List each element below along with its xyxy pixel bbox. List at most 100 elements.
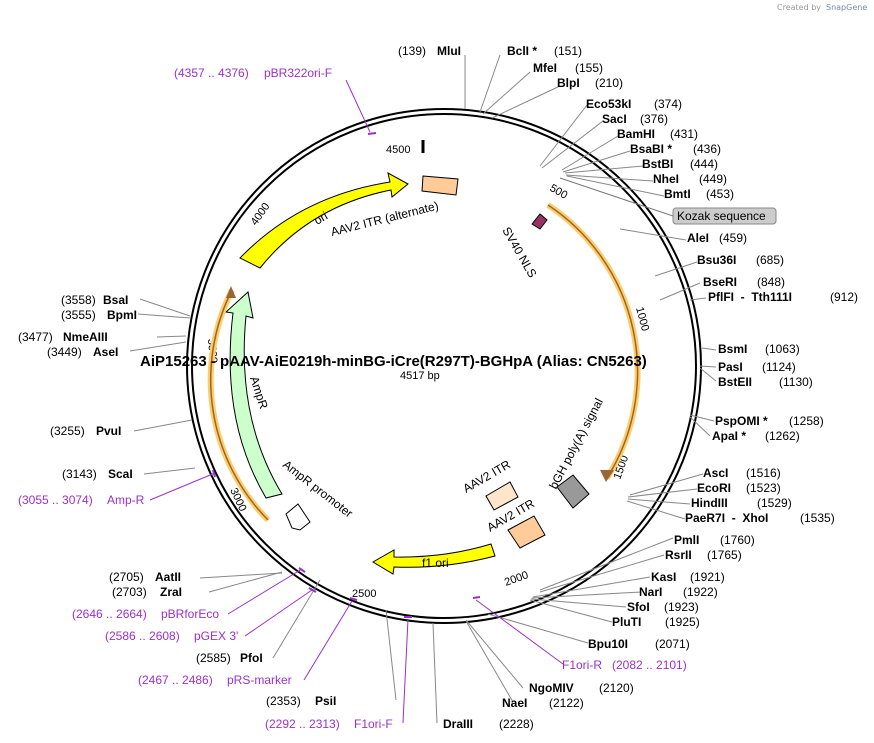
primer-markers	[212, 132, 481, 618]
site-BpmI[interactable]: BpmI	[107, 308, 137, 322]
primer-F1ori-F[interactable]: F1ori-F	[354, 717, 393, 731]
backbone-inner-ring	[191, 113, 697, 619]
site-BseRI[interactable]: BseRI	[703, 275, 737, 289]
site-pos-ScaI: (3143)	[62, 467, 97, 481]
site-NgoMIV[interactable]: NgoMIV	[529, 681, 574, 695]
primer-pGEX3[interactable]: pGEX 3'	[194, 629, 238, 643]
tick-label-2000: 2000	[503, 569, 530, 589]
site-pos-PaeR7I: (1535)	[800, 511, 835, 525]
site-KasI[interactable]: KasI	[651, 570, 676, 584]
tick-label-2500: 2500	[352, 588, 376, 600]
site-PasI[interactable]: PasI	[718, 360, 743, 374]
site-pos-ZraI: (2703)	[112, 585, 147, 599]
site-pos-AleI: (459)	[719, 231, 747, 245]
site-NarI[interactable]: NarI	[639, 585, 662, 599]
site-Eco53kI[interactable]: Eco53kI	[586, 97, 631, 111]
aav2-itr-alternate-feature	[421, 175, 459, 196]
primer-range-pGEX3: (2586 .. 2608)	[105, 629, 180, 643]
site-MfeI[interactable]: MfeI	[533, 61, 557, 75]
site-BlpI[interactable]: BlpI	[557, 76, 580, 90]
site-AscI[interactable]: AscI	[703, 466, 728, 480]
f1-ori-label: f1 ori	[422, 556, 449, 570]
site-Bsu36I[interactable]: Bsu36I	[697, 253, 736, 267]
site-pos-AseI: (3449)	[47, 345, 82, 359]
site-PfoI[interactable]: PfoI	[240, 651, 263, 665]
site-pos-KasI: (1921)	[690, 570, 725, 584]
site-NheI[interactable]: NheI	[653, 172, 679, 186]
site-pos-PasI: (1124)	[762, 360, 796, 374]
site-RsrII[interactable]: RsrII	[665, 548, 692, 562]
site-pos-BsmI: (1063)	[765, 342, 800, 356]
site-SacI[interactable]: SacI	[602, 112, 627, 126]
site-DraIII[interactable]: DraIII	[443, 717, 473, 731]
site-BsaI[interactable]: BsaI	[103, 293, 128, 307]
primer-range-Amp-R: (3055 .. 3074)	[18, 493, 93, 507]
primer-pRS-marker[interactable]: pRS-marker	[227, 673, 292, 687]
site-PvuI[interactable]: PvuI	[96, 424, 121, 438]
primer-F1ori-R[interactable]: F1ori-R	[562, 658, 602, 672]
primer-range-pBR322ori-F: (4357 .. 4376)	[174, 66, 249, 80]
site-pos-PvuI: (3255)	[50, 424, 85, 438]
site-Bpu10I[interactable]: Bpu10I	[588, 637, 628, 651]
site-HindIII[interactable]: HindIII	[691, 496, 728, 510]
left-cds-arrowhead	[226, 286, 236, 298]
kozak-leader	[559, 177, 674, 217]
site-PmlI[interactable]: PmlI	[674, 533, 699, 547]
tick-label-500: 500	[548, 182, 570, 202]
site-NmeAIII[interactable]: NmeAIII	[63, 330, 108, 344]
site-PluTI[interactable]: PluTI	[612, 615, 641, 629]
bgh-polya-label: bGH poly(A) signal	[546, 396, 606, 492]
site-pos-BstBI: (444)	[690, 157, 718, 171]
primer-Amp-R[interactable]: Amp-R	[107, 493, 145, 507]
tick-label-4500: 4500	[386, 144, 410, 156]
site-BstEII[interactable]: BstEII	[718, 375, 752, 389]
site-EcoRI[interactable]: EcoRI	[697, 481, 731, 495]
site-PspOMI[interactable]: PspOMI *	[715, 414, 768, 428]
site-BstBI[interactable]: BstBI	[642, 157, 673, 171]
site-NaeI[interactable]: NaeI	[502, 696, 527, 710]
site-pos-Eco53kI: (374)	[654, 97, 682, 111]
aav2-itr-2-feature	[507, 515, 546, 549]
site-BmtI[interactable]: BmtI	[664, 187, 691, 201]
primer-leaders	[149, 79, 564, 724]
site-PaeR7I-XhoI[interactable]: PaeR7I - XhoI	[685, 511, 768, 525]
site-PsiI[interactable]: PsiI	[315, 694, 336, 708]
site-ApaI[interactable]: ApaI *	[712, 429, 746, 443]
site-pos-MluI: (139)	[398, 44, 426, 58]
site-pos-EcoRI: (1523)	[746, 481, 781, 495]
site-BclI[interactable]: BclI *	[507, 44, 537, 58]
site-BsaBI[interactable]: BsaBI *	[630, 142, 672, 156]
site-pos-BamHI: (431)	[670, 127, 698, 141]
credit-brand: SnapGene	[826, 3, 867, 12]
site-pos-BstEII: (1130)	[779, 375, 813, 389]
site-ScaI[interactable]: ScaI	[108, 467, 133, 481]
site-AseI[interactable]: AseI	[93, 345, 118, 359]
site-ZraI[interactable]: ZraI	[160, 585, 182, 599]
primer-range-pRS-marker: (2467 .. 2486)	[138, 673, 213, 687]
site-pos-BpmI: (3555)	[61, 308, 96, 322]
plasmid-title: AiP15263 - pAAV-AiE0219h-minBG-iCre(R297…	[140, 353, 647, 370]
site-pos-AscI: (1516)	[746, 466, 781, 480]
site-AleI[interactable]: AleI	[687, 231, 709, 245]
site-pos-SfoI: (1923)	[664, 600, 699, 614]
site-pos-NheI: (449)	[699, 172, 727, 186]
site-AatII[interactable]: AatII	[155, 570, 181, 584]
bgh-polya-feature	[556, 474, 590, 509]
site-SfoI[interactable]: SfoI	[627, 600, 650, 614]
site-pos-PmlI: (1760)	[720, 533, 755, 547]
primer-pBRforEco[interactable]: pBRforEco	[161, 607, 219, 621]
site-BsmI[interactable]: BsmI	[718, 342, 747, 356]
site-pos-NgoMIV: (2120)	[599, 681, 634, 695]
site-pos-NarI: (1922)	[683, 585, 718, 599]
site-pos-BsaI: (3558)	[61, 293, 96, 307]
site-MluI[interactable]: MluI	[437, 44, 461, 58]
primer-pBR322ori-F[interactable]: pBR322ori-F	[264, 66, 332, 80]
ampr-feature	[224, 291, 283, 499]
primer-range-F1ori-F: (2292 .. 2313)	[265, 717, 340, 731]
site-pos-BlpI: (210)	[595, 76, 623, 90]
site-BamHI[interactable]: BamHI	[617, 127, 655, 141]
site-PflFI-Tth111I[interactable]: PflFI - Tth111I	[708, 290, 792, 304]
ori-label: ori	[312, 209, 331, 228]
ori-feature	[239, 172, 409, 269]
